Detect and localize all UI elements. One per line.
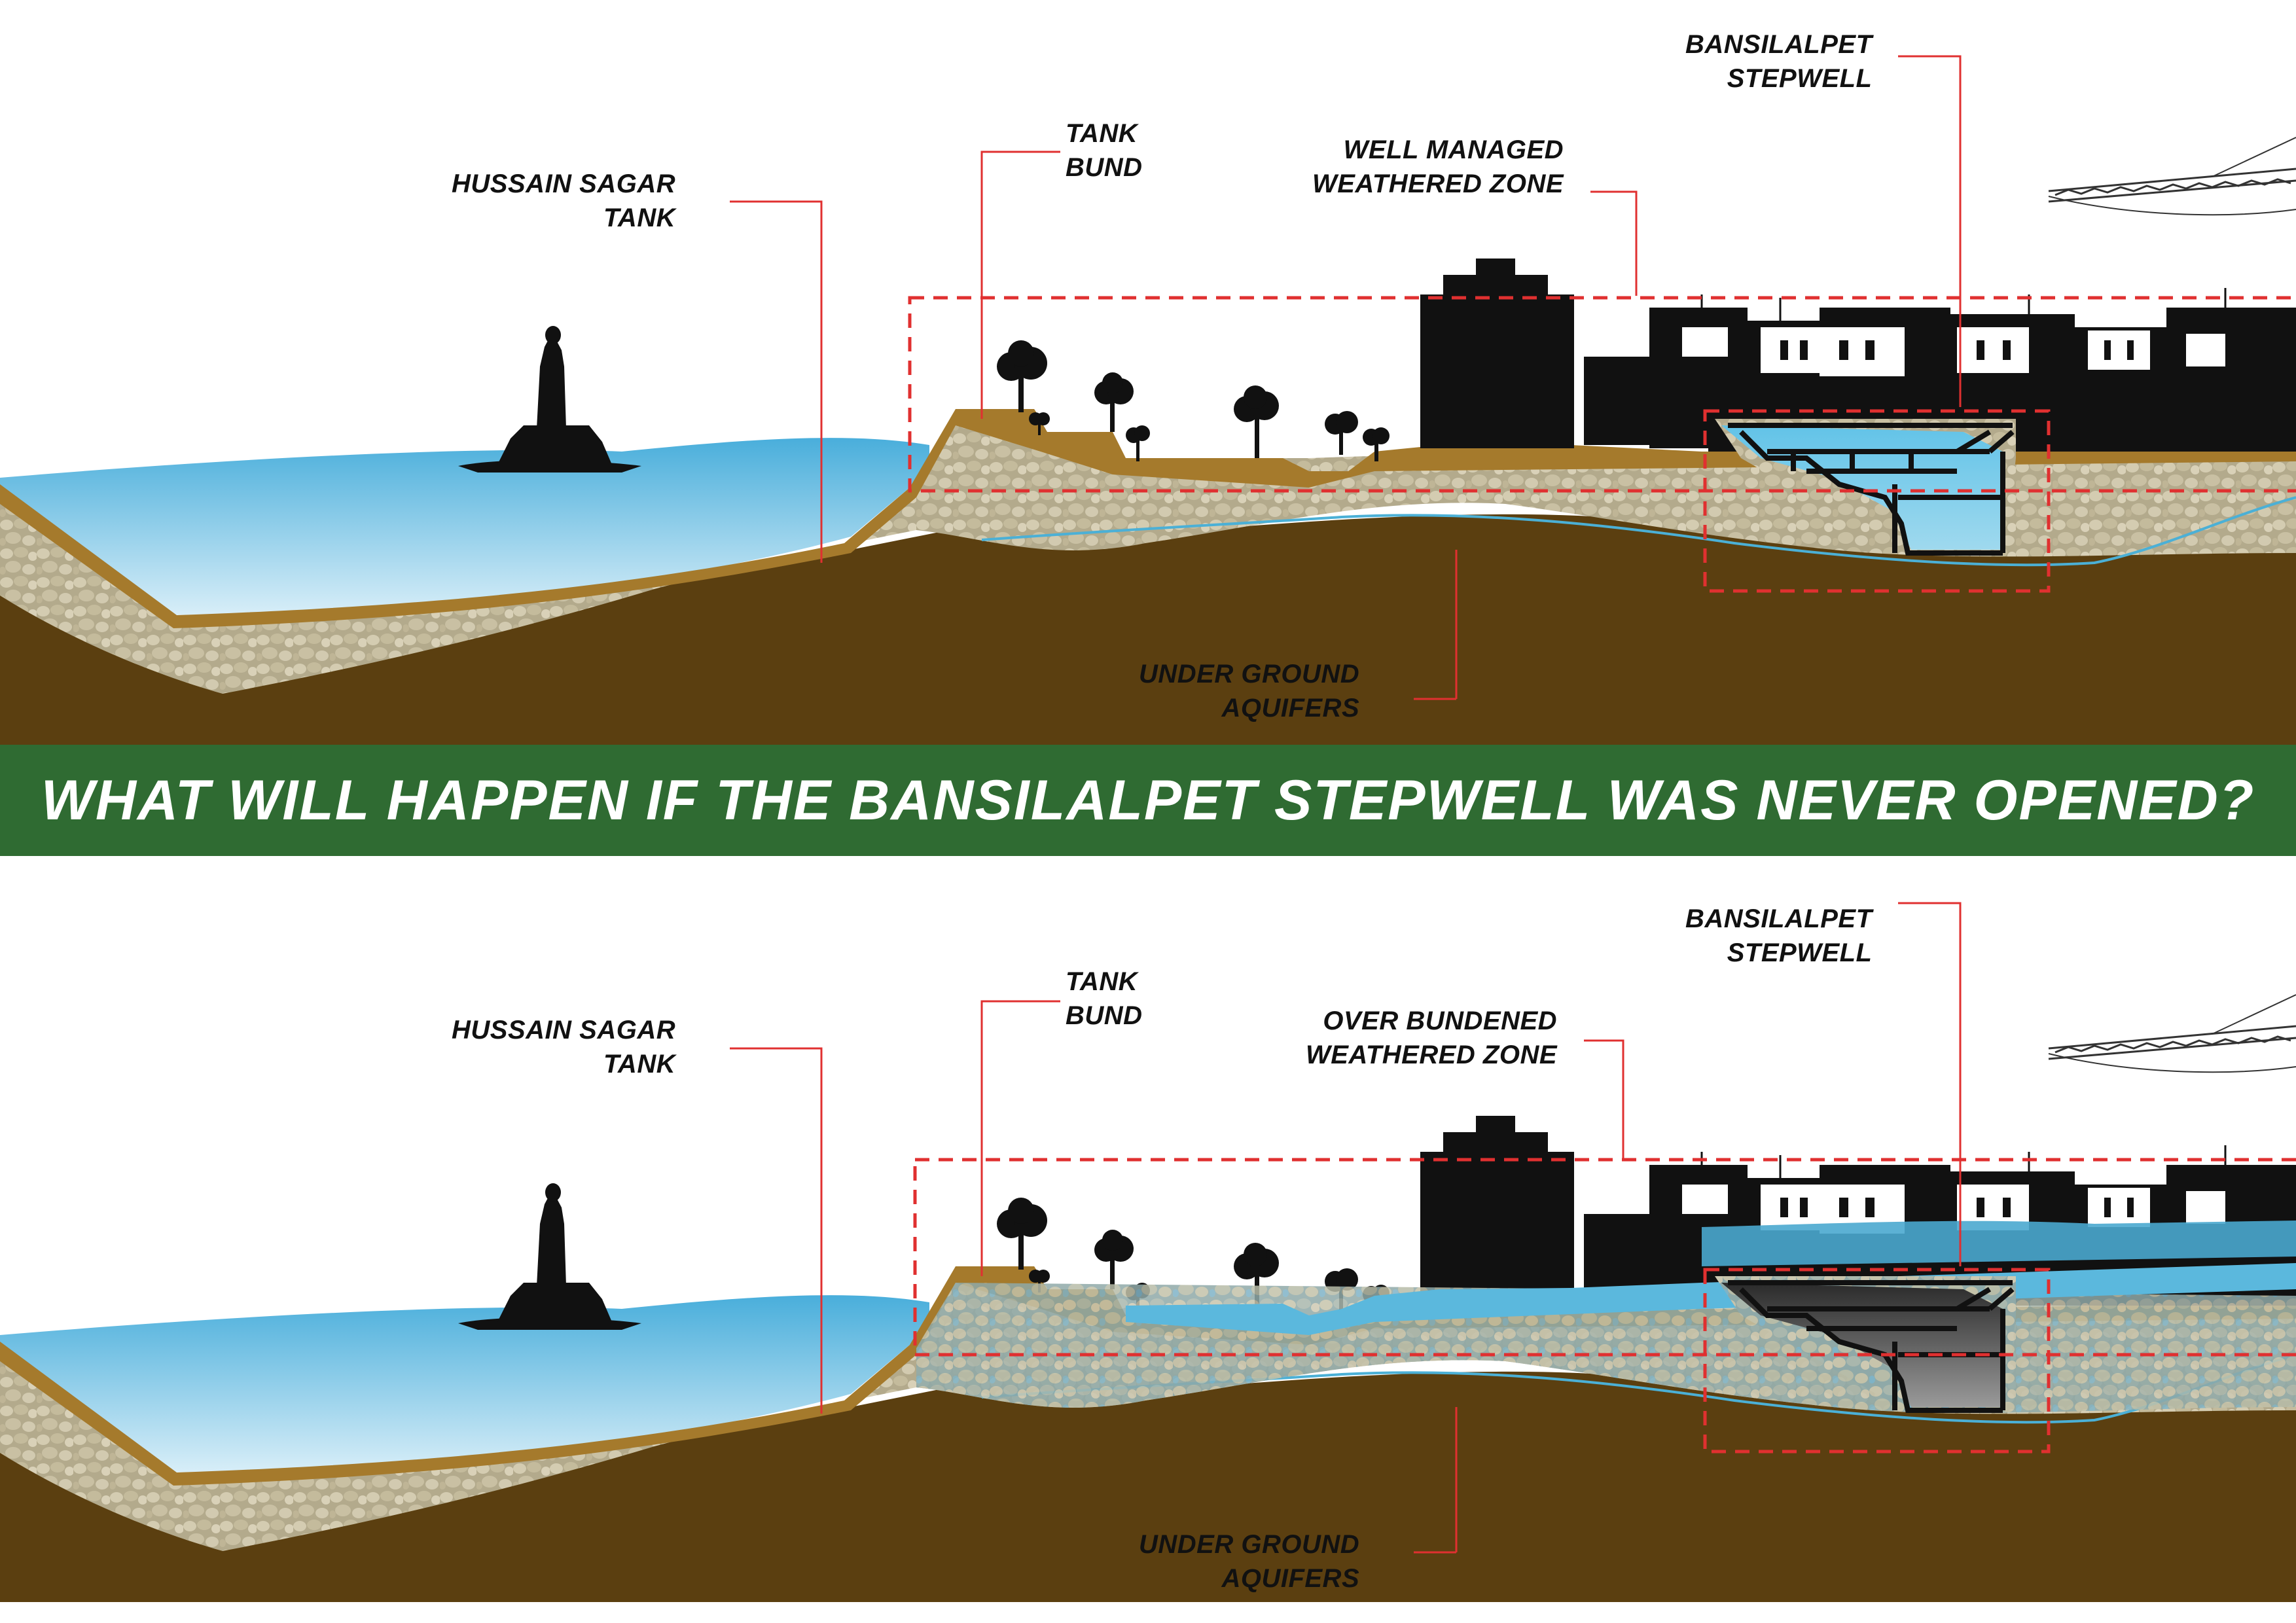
question-banner: WHAT WILL HAPPEN IF THE BANSILALPET STEP… — [0, 745, 2296, 856]
stepwell-filled — [1715, 419, 2016, 556]
bottom-cross-section — [0, 902, 2296, 1603]
banner-title: WHAT WILL HAPPEN IF THE BANSILALPET STEP… — [41, 768, 2255, 832]
stepwell-dry — [1715, 1276, 2016, 1413]
top-cross-section — [0, 55, 2296, 745]
